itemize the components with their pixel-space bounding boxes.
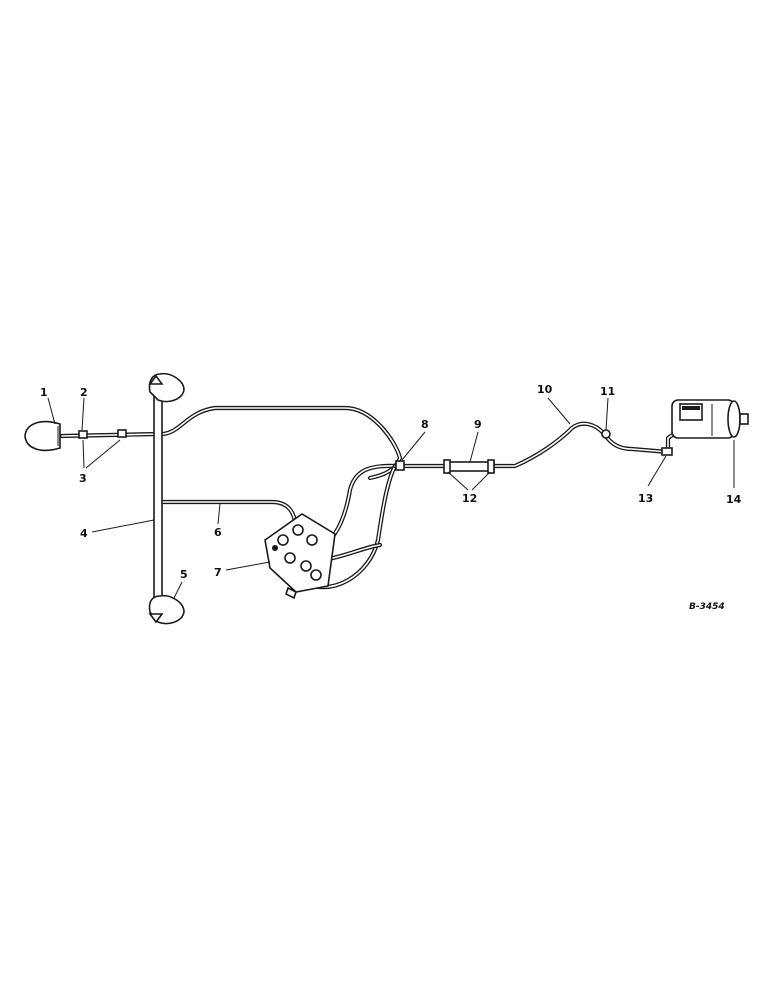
figure-id: B-3454 [689, 602, 725, 612]
connector-sleeve-b [117, 429, 127, 438]
callout-9: 9 [474, 418, 482, 431]
junction-block [443, 459, 495, 474]
callout-7: 7 [214, 566, 222, 579]
callout-14: 14 [726, 493, 742, 506]
callout-2: 2 [80, 386, 88, 399]
side-lamp-lower [148, 594, 185, 625]
connector-sleeve-a [78, 430, 88, 439]
callout-4: 4 [80, 527, 88, 540]
connector-13 [661, 447, 673, 456]
callout-10: 10 [537, 383, 553, 396]
callout-labels: 1 2 3 4 5 6 7 8 9 10 11 12 13 14 B-3454 [40, 383, 742, 612]
callout-1: 1 [40, 386, 48, 399]
generator-unit [671, 399, 749, 439]
wire-clip [601, 429, 611, 439]
callout-3: 3 [79, 472, 87, 485]
callout-13: 13 [638, 492, 653, 505]
callout-5: 5 [180, 568, 188, 581]
side-lamp-upper [148, 372, 185, 403]
leader-lines [47, 397, 735, 599]
callout-11: 11 [600, 385, 615, 398]
light-bar [153, 391, 163, 599]
connector-8 [395, 460, 405, 471]
light-switch-panel [264, 513, 336, 600]
headlamp-left [24, 420, 61, 452]
callout-8: 8 [421, 418, 429, 431]
callout-12: 12 [462, 492, 477, 505]
callout-6: 6 [214, 526, 222, 539]
